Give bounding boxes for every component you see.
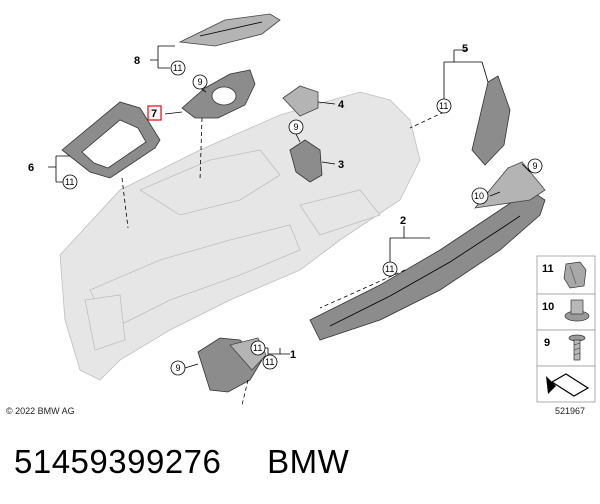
callout-6: 6 [28, 162, 34, 174]
svg-text:11: 11 [385, 264, 394, 274]
caption: 51459399276 BMW [14, 443, 349, 481]
legend-number-11: 11 [542, 263, 554, 275]
svg-text:11: 11 [265, 357, 274, 367]
fastener-legend: 11 10 9 [536, 255, 596, 403]
circle-9-part1: 9 [170, 360, 186, 376]
part-6-frame [61, 101, 161, 179]
callout-7-highlight: 7 [147, 105, 162, 121]
circle-11-part2: 11 [382, 261, 398, 277]
legend-number-10: 10 [542, 301, 554, 313]
circle-11-part8: 11 [170, 60, 186, 76]
part-1-trim [197, 337, 267, 393]
circle-11-part1b: 11 [262, 354, 278, 370]
part-3-bracket [289, 139, 323, 183]
svg-text:9: 9 [198, 77, 203, 87]
svg-text:11: 11 [439, 101, 448, 111]
circle-11-part6: 11 [62, 174, 78, 190]
dashboard-carrier [59, 91, 421, 381]
diagram-id: 521967 [555, 406, 586, 416]
part-number: 51459399276 [14, 443, 222, 480]
circle-9-part3: 9 [288, 119, 304, 135]
callout-1: 1 [290, 349, 296, 361]
svg-text:11: 11 [65, 177, 74, 187]
callout-5: 5 [462, 43, 468, 55]
brand-name: BMW [267, 443, 350, 480]
circle-11-part5: 11 [436, 98, 452, 114]
svg-text:11: 11 [253, 343, 262, 353]
circle-9-part7: 9 [192, 74, 208, 90]
part-5-side-panel [471, 75, 511, 166]
callout-2: 2 [400, 215, 406, 227]
legend-number-9: 9 [544, 337, 550, 349]
callout-7: 7 [151, 108, 157, 120]
svg-text:9: 9 [533, 161, 538, 171]
circle-10-part2: 10 [471, 187, 489, 205]
clip-nut-icon [563, 261, 587, 289]
part-2-trim-strip [309, 161, 546, 341]
parts-diagram: 8 7 6 5 4 3 2 1 11 9 11 11 9 9 10 11 [28, 13, 596, 406]
callout-4: 4 [338, 99, 345, 111]
svg-text:9: 9 [176, 363, 181, 373]
circle-11-part1a: 11 [250, 340, 266, 356]
svg-text:10: 10 [474, 191, 484, 201]
part-7-bracket [181, 69, 256, 119]
screw-icon [568, 334, 586, 361]
speed-nut-icon [564, 299, 590, 322]
svg-text:9: 9 [294, 122, 299, 132]
arrow-icon [546, 373, 590, 397]
callout-3: 3 [338, 159, 344, 171]
part-8-cover [178, 13, 281, 47]
copyright-notice: © 2022 BMW AG [6, 406, 75, 416]
svg-text:11: 11 [173, 63, 182, 73]
callout-8: 8 [134, 55, 140, 67]
circle-9-part2: 9 [527, 158, 543, 174]
part-4-trim [282, 85, 319, 117]
